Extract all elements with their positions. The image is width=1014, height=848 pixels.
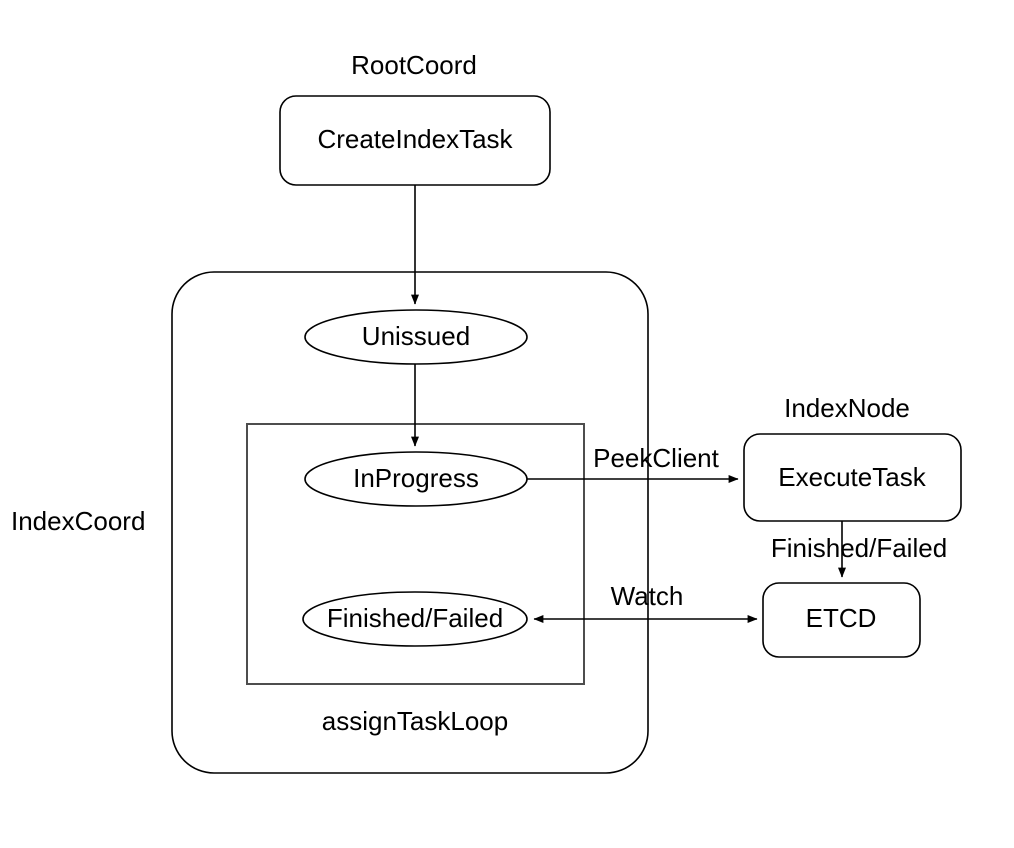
group-container-index-coord <box>171 271 649 774</box>
node-unissued[interactable] <box>304 309 528 365</box>
group-label-root-coord: RootCoord <box>351 50 477 80</box>
node-finished-failed[interactable] <box>302 591 528 647</box>
group-label-index-node: IndexNode <box>784 393 910 423</box>
node-etcd[interactable] <box>762 582 921 658</box>
edge-label-peek-client: PeekClient <box>593 443 720 473</box>
edge-label-finished-failed: Finished/Failed <box>771 533 947 563</box>
node-label-create-index-task: CreateIndexTask <box>317 124 513 154</box>
group-label-index-coord: IndexCoord <box>11 506 145 536</box>
node-label-execute-task: ExecuteTask <box>778 462 926 492</box>
node-in-progress[interactable] <box>304 451 528 507</box>
group-label-assign-task-loop: assignTaskLoop <box>322 706 508 736</box>
node-create-index-task[interactable] <box>279 95 551 186</box>
node-label-unissued: Unissued <box>362 321 470 351</box>
node-label-etcd: ETCD <box>806 603 877 633</box>
node-label-finished-failed: Finished/Failed <box>327 603 503 633</box>
node-label-in-progress: InProgress <box>353 463 479 493</box>
node-execute-task[interactable] <box>743 433 962 522</box>
edge-label-watch: Watch <box>611 581 684 611</box>
